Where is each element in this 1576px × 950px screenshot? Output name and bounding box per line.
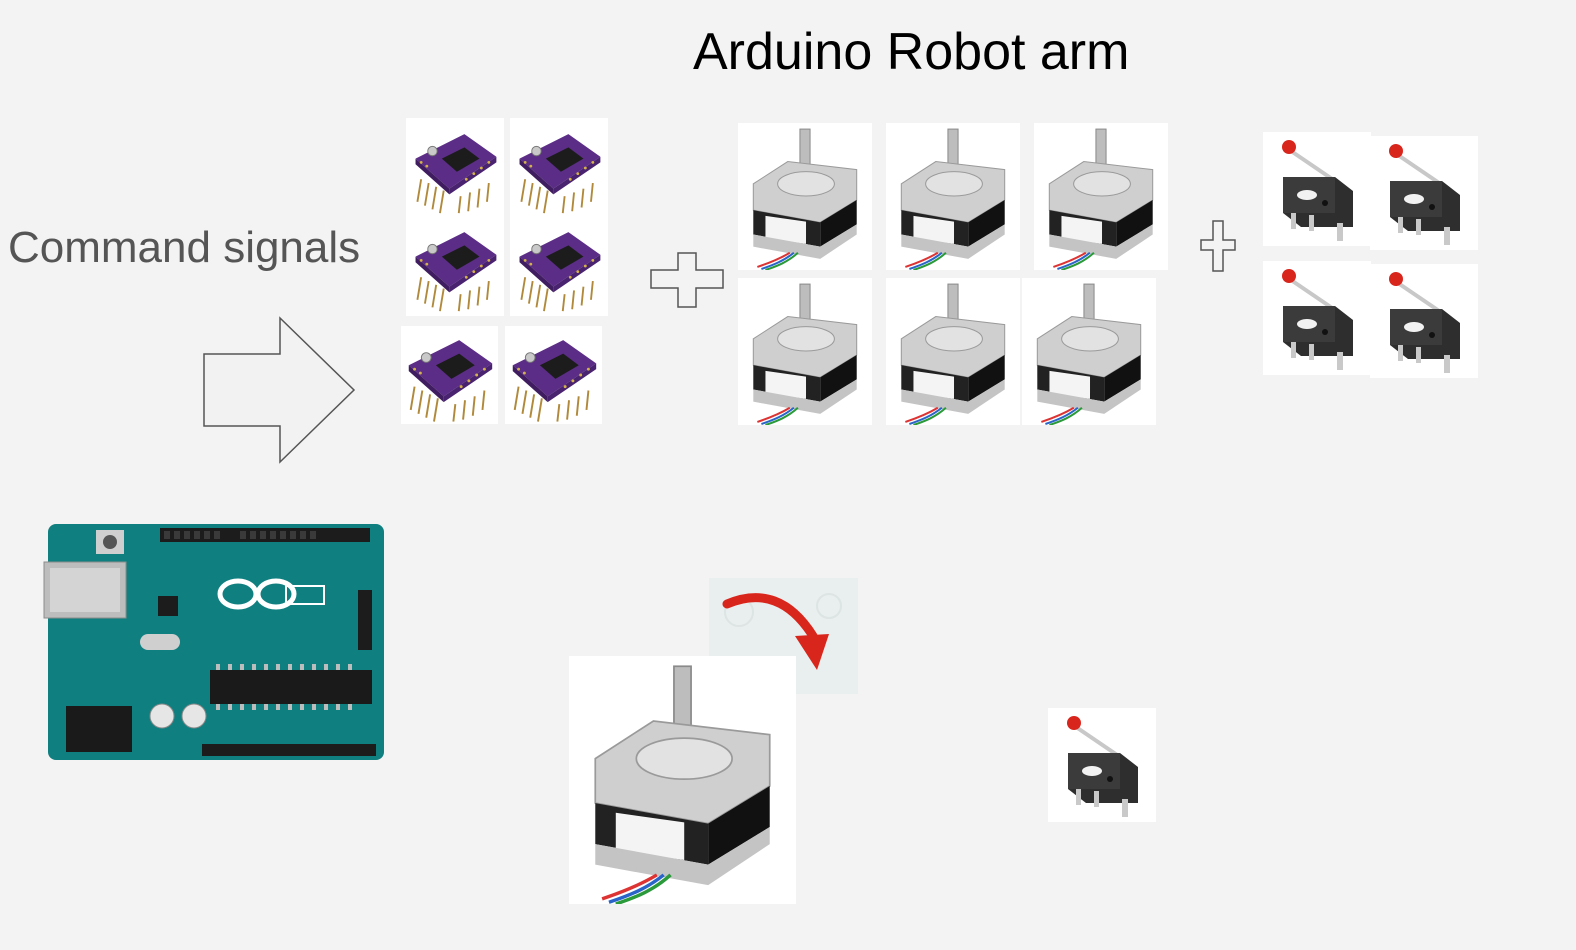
stepper-motor-tile [738, 278, 872, 425]
diagram-title: Arduino Robot arm [693, 20, 1129, 84]
driver-board-tile [510, 118, 608, 316]
limit-switch-tile [1370, 136, 1478, 250]
command-signals-label: Command signals [8, 222, 360, 274]
limit-switch-tile [1263, 261, 1371, 375]
stepper-motor-tile [738, 123, 872, 270]
driver-board-tile [406, 118, 504, 316]
plus-icon [1200, 220, 1236, 272]
stepper-motor-large [569, 656, 796, 904]
stepper-motor-tile [1022, 278, 1156, 425]
limit-switch-tile [1263, 132, 1371, 246]
plus-icon [650, 252, 724, 308]
limit-switch-single [1048, 708, 1156, 822]
limit-switch-tile [1370, 264, 1478, 378]
arduino-uno-board-icon [40, 510, 394, 762]
stepper-motor-tile [886, 123, 1020, 270]
right-arrow-icon [202, 316, 356, 464]
stepper-motor-tile [886, 278, 1020, 425]
driver-board-tile [401, 326, 498, 424]
stepper-motor-tile [1034, 123, 1168, 270]
driver-board-tile [505, 326, 602, 424]
